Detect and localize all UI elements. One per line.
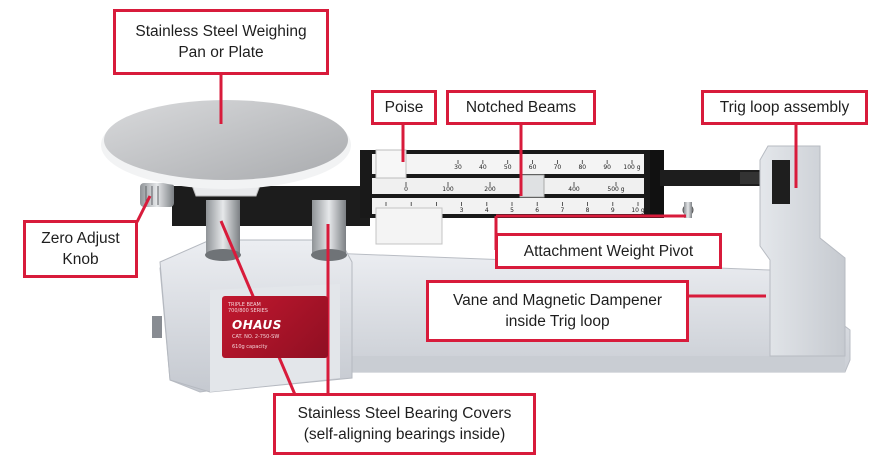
callout-poise: Poise xyxy=(371,90,437,125)
beam-tick-label: 60 xyxy=(529,164,537,171)
series-label: 700/800 SERIES xyxy=(228,308,268,314)
poise-front-block xyxy=(375,207,443,245)
catalog-label: CAT. NO. 2-750-SW xyxy=(232,334,280,340)
base-vent xyxy=(152,316,162,338)
beam-tick-label: 400 xyxy=(568,186,580,193)
callout-line: Vane and Magnetic Dampener xyxy=(452,292,663,309)
capacity-label: 610g capacity xyxy=(232,344,268,350)
callout-trig-loop-assembly: Trig loop assembly xyxy=(701,90,868,125)
poise-middle xyxy=(519,174,545,198)
beam-tick-label: 100 g xyxy=(623,164,640,171)
beam-tick-label: 70 xyxy=(554,164,562,171)
poise-top xyxy=(375,149,407,179)
base-front-edge xyxy=(340,356,845,372)
callout-weighing-pan: Stainless Steel Weighing Pan or Plate xyxy=(113,9,329,75)
callout-bearing-covers: Stainless Steel Bearing Covers (self-ali… xyxy=(273,393,536,455)
beam-tick-label: 7 xyxy=(560,207,564,214)
beam-tick-label: 50 xyxy=(504,164,512,171)
callout-line: Attachment Weight Pivot xyxy=(523,242,694,260)
beam-tick-label: 100 xyxy=(442,186,454,193)
beam-tick-label: 500 g xyxy=(607,186,624,193)
beam-tick-label: 5 xyxy=(510,207,514,214)
beam-tick-label: 30 xyxy=(454,164,462,171)
callout-line: Zero Adjust xyxy=(41,230,120,247)
callout-line: (self-aligning bearings inside) xyxy=(303,426,506,443)
callout-line: inside Trig loop xyxy=(505,313,610,330)
beam-tick-label: 10 g xyxy=(631,207,645,214)
scale-middle xyxy=(372,178,644,194)
callout-line: Stainless Steel Weighing xyxy=(135,23,307,40)
callout-line: Trig loop assembly xyxy=(719,99,850,116)
pan-surface xyxy=(104,100,348,180)
callout-notched-beams: Notched Beams xyxy=(446,90,596,125)
brand-panel xyxy=(222,296,328,358)
beam-tick-label: 6 xyxy=(535,207,539,214)
callout-line: Pan or Plate xyxy=(178,44,264,61)
beam-tick-label: 0 xyxy=(404,186,408,193)
beam-tick-label: 9 xyxy=(611,207,615,214)
beam-end xyxy=(650,150,664,218)
model-label: TRIPLE BEAM xyxy=(228,302,261,308)
callout-line: Knob xyxy=(62,251,99,268)
beam-tick-label: 3 xyxy=(460,207,464,214)
beam-tick-label: 8 xyxy=(586,207,590,214)
beam-tick-label: 90 xyxy=(603,164,611,171)
beam-tick-label: 80 xyxy=(578,164,586,171)
callout-zero-adjust-knob: Zero Adjust Knob xyxy=(23,220,138,278)
beam-tick-label: 200 xyxy=(484,186,496,193)
brand-logo: OHAUS xyxy=(232,318,282,332)
trig-loop-window xyxy=(772,160,790,204)
callout-line: Poise xyxy=(384,99,424,116)
callout-attachment-weight-pivot: Attachment Weight Pivot xyxy=(495,233,722,269)
beam-tick-label: 4 xyxy=(485,207,489,214)
callout-line: Stainless Steel Bearing Covers xyxy=(297,405,512,422)
callout-line: Notched Beams xyxy=(465,99,577,116)
callout-vane-dampener: Vane and Magnetic Dampener inside Trig l… xyxy=(426,280,689,342)
beam-tick-label: 40 xyxy=(479,164,487,171)
